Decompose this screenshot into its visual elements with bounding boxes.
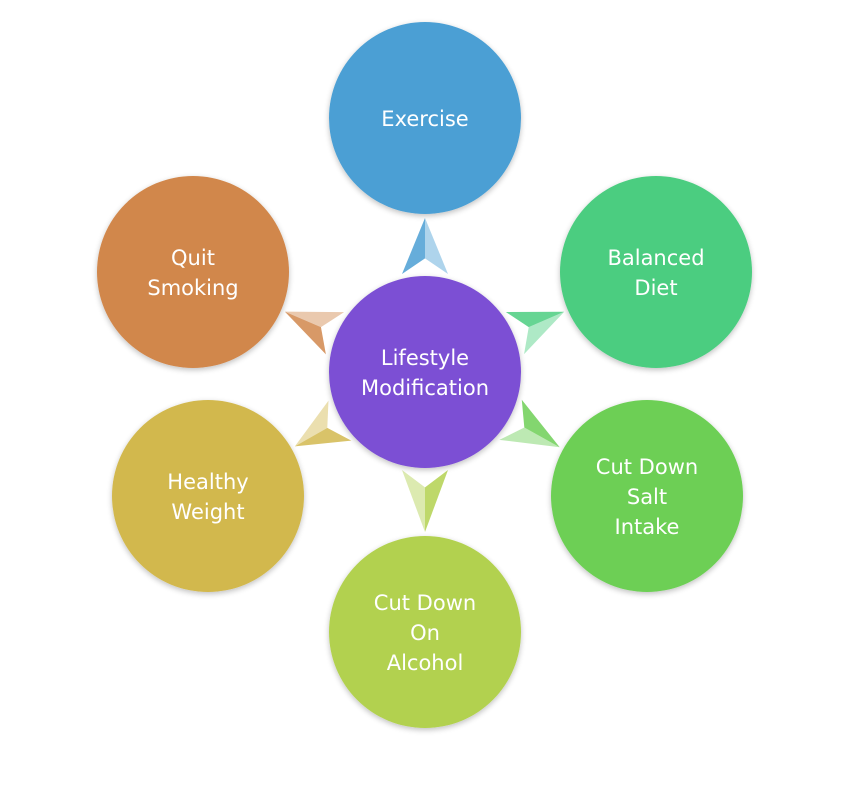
node-cut-down-on-alcohol-label-line: Alcohol [387, 651, 464, 675]
node-quit-smoking-label-line: Smoking [147, 276, 238, 300]
arrows-layer [284, 218, 565, 532]
arrow-to-balanced-diet-facet-light [524, 311, 565, 355]
arrow-to-exercise-facet-light [425, 218, 448, 274]
arrow-to-cut-down-on-alcohol-facet-light [402, 470, 425, 532]
node-exercise: Exercise [329, 22, 521, 214]
arrow-to-balanced-diet [505, 311, 565, 355]
arrow-to-exercise-facet-dark [402, 218, 425, 274]
node-cut-down-on-alcohol-circle [329, 536, 521, 728]
node-healthy-weight-circle [112, 400, 304, 592]
arrow-to-cut-down-salt-intake-facet-dark [521, 399, 560, 448]
node-balanced-diet-label-line: Diet [634, 276, 677, 300]
arrow-to-exercise [402, 218, 448, 274]
arrow-to-cut-down-salt-intake [499, 399, 560, 448]
center-node-lifestyle-modification-circle [329, 276, 521, 468]
node-cut-down-on-alcohol-label-line: Cut Down [374, 591, 476, 615]
node-quit-smoking-circle [97, 176, 289, 368]
node-quit-smoking-label-line: Quit [171, 246, 215, 270]
node-cut-down-salt-intake-label-line: Salt [627, 485, 667, 509]
arrow-to-healthy-weight-facet-light [294, 400, 329, 447]
node-cut-down-on-alcohol-label-line: On [410, 621, 440, 645]
node-cut-down-salt-intake-circle [551, 400, 743, 592]
node-healthy-weight-label-line: Weight [171, 500, 244, 524]
node-exercise-label-line: Exercise [381, 107, 468, 131]
center-node-lifestyle-modification-label-line: Modification [361, 376, 489, 400]
node-cut-down-salt-intake-label-line: Intake [615, 515, 680, 539]
arrow-to-quit-smoking-facet-dark [284, 311, 326, 355]
arrow-to-quit-smoking [284, 311, 345, 355]
node-balanced-diet-circle [560, 176, 752, 368]
arrow-to-quit-smoking-facet-light [284, 311, 345, 328]
arrow-to-cut-down-on-alcohol [402, 470, 448, 532]
center-node-lifestyle-modification-label-line: Lifestyle [381, 346, 469, 370]
arrow-to-healthy-weight-facet-dark [294, 427, 352, 447]
arrow-to-cut-down-on-alcohol-facet-dark [425, 470, 448, 532]
node-balanced-diet-label-line: Balanced [607, 246, 704, 270]
node-cut-down-salt-intake-label-line: Cut Down [596, 455, 698, 479]
arrow-to-cut-down-salt-intake-facet-light [499, 427, 560, 448]
arrow-to-healthy-weight [294, 400, 352, 447]
node-exercise-circle [329, 22, 521, 214]
node-healthy-weight-label-line: Healthy [167, 470, 248, 494]
arrow-to-balanced-diet-facet-dark [505, 311, 565, 328]
